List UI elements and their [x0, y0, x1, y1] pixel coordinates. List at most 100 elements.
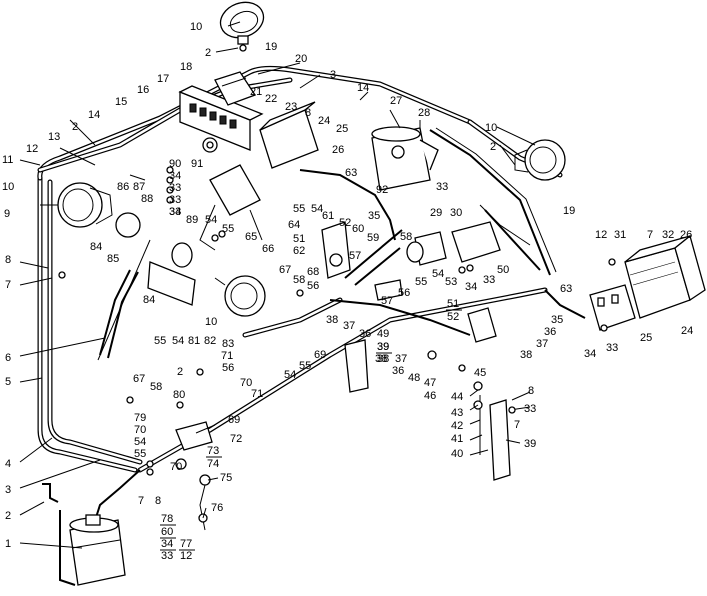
lamp-left — [57, 182, 113, 228]
bracket-38 — [344, 279, 403, 393]
callout-c49: 49 — [377, 328, 389, 340]
callout-c54c: 54 — [432, 268, 444, 280]
callout-c5: 5 — [5, 376, 11, 388]
lamp-left-small — [115, 212, 141, 238]
callout-c8a: 8 — [305, 107, 311, 119]
callout-c25b: 25 — [640, 332, 652, 344]
mirror-lever — [199, 164, 263, 251]
callout-c8b: 8 — [5, 254, 11, 266]
callout-c71b: 71 — [251, 388, 263, 400]
callout-c45: 45 — [474, 367, 486, 379]
bracket-61 — [321, 221, 351, 279]
callout-c25a: 25 — [336, 123, 348, 135]
callout-c35b: 35 — [551, 314, 563, 326]
callout-c33g: 33 — [524, 403, 536, 415]
bracket-51 — [467, 307, 497, 343]
callout-c89: 89 — [186, 214, 198, 226]
fraction-top: 73 — [207, 445, 219, 457]
callout-c34a: 34 — [169, 170, 181, 182]
callout-c53: 53 — [445, 276, 457, 288]
callout-c28: 28 — [418, 107, 430, 119]
callout-c33d: 33 — [169, 206, 181, 218]
stack2-bottom: 12 — [180, 550, 192, 562]
callout-c61: 61 — [322, 210, 334, 222]
callout-c57b: 57 — [381, 295, 393, 307]
callout-labels: 10 2 19 20 18 3 17 16 14 15 21 22 23 8 2… — [2, 21, 693, 562]
lamp-top — [219, 1, 265, 52]
wiper-arm-center — [344, 229, 403, 286]
lamp-right — [514, 139, 566, 181]
fraction-51-52: 51 52 — [446, 298, 462, 323]
callout-c79: 79 — [134, 412, 146, 424]
callout-c80: 80 — [173, 389, 185, 401]
callout-c88: 88 — [141, 193, 153, 205]
callout-c36b: 36 — [544, 326, 556, 338]
callout-c20: 20 — [295, 53, 307, 65]
control-panel — [178, 85, 264, 153]
stack-line-1: 78 — [161, 513, 173, 525]
callout-c70c: 70 — [170, 461, 182, 473]
callout-c26a: 26 — [332, 144, 344, 156]
callout-c71a: 71 — [221, 350, 233, 362]
callout-c37b: 37 — [536, 338, 548, 350]
fraction-bottom: 74 — [207, 458, 219, 470]
callout-c2e: 2 — [5, 510, 11, 522]
callout-c23: 23 — [285, 101, 297, 113]
callout-c6: 6 — [5, 352, 11, 364]
callout-c85: 85 — [107, 253, 119, 265]
callout-c19a: 19 — [265, 41, 277, 53]
callout-c22: 22 — [265, 93, 277, 105]
callout-c7a: 7 — [647, 229, 653, 241]
callout-c54d: 54 — [172, 335, 184, 347]
callout-c46: 46 — [424, 390, 436, 402]
stack-line-3: 34 — [161, 538, 173, 550]
stack-line-4: 33 — [161, 550, 173, 562]
callout-c32: 32 — [662, 229, 674, 241]
callout-c37c: 37 — [395, 353, 407, 365]
callout-c10c: 10 — [2, 181, 14, 193]
callout-c40: 40 — [451, 448, 463, 460]
callout-c30: 30 — [450, 207, 462, 219]
callout-c50: 50 — [497, 264, 509, 276]
callout-c13: 13 — [48, 131, 60, 143]
module-box — [259, 101, 319, 169]
washer-reservoir-bottom — [69, 514, 126, 586]
callout-c87: 87 — [133, 181, 145, 193]
callout-c58a: 58 — [400, 231, 412, 243]
callout-c38a: 38 — [326, 314, 338, 326]
callout-c38c: 38 — [375, 353, 387, 365]
stack-line-2: 60 — [161, 526, 173, 538]
callout-c33a: 33 — [169, 182, 181, 194]
callout-c3a: 3 — [330, 69, 336, 81]
connector-block — [589, 284, 636, 331]
washer-reservoir-top — [371, 126, 439, 191]
callout-c33f: 33 — [606, 342, 618, 354]
lamp-center — [214, 275, 266, 317]
callout-c43: 43 — [451, 407, 463, 419]
callout-c37a: 37 — [343, 320, 355, 332]
callout-c16: 16 — [137, 84, 149, 96]
fraction-bottom: 38 — [377, 353, 389, 365]
callout-c34d: 34 — [584, 348, 596, 360]
callout-c4: 4 — [5, 458, 11, 470]
callout-c84b: 84 — [143, 294, 155, 306]
callout-c69b: 69 — [228, 414, 240, 426]
callout-c51a: 51 — [293, 233, 305, 245]
callout-c56a: 56 — [307, 280, 319, 292]
callout-c48: 48 — [408, 372, 420, 384]
callout-c17: 17 — [157, 73, 169, 85]
fraction-39-38: 39 38 — [376, 341, 392, 365]
callout-c55b: 55 — [222, 223, 234, 235]
callout-c12a: 12 — [26, 143, 38, 155]
fraction-73-74: 73 74 — [206, 445, 222, 470]
fraction-top: 51 — [447, 298, 459, 310]
callout-c39a: 39 — [377, 341, 389, 353]
leader-lines — [19, 21, 536, 549]
hook-2 — [42, 483, 59, 503]
wiper-motor — [406, 221, 501, 266]
callout-c33e: 33 — [483, 274, 495, 286]
callout-c67b: 67 — [133, 373, 145, 385]
callout-c54f: 54 — [134, 436, 146, 448]
callout-c26b: 26 — [680, 229, 692, 241]
callout-c36a: 36 — [359, 328, 371, 340]
